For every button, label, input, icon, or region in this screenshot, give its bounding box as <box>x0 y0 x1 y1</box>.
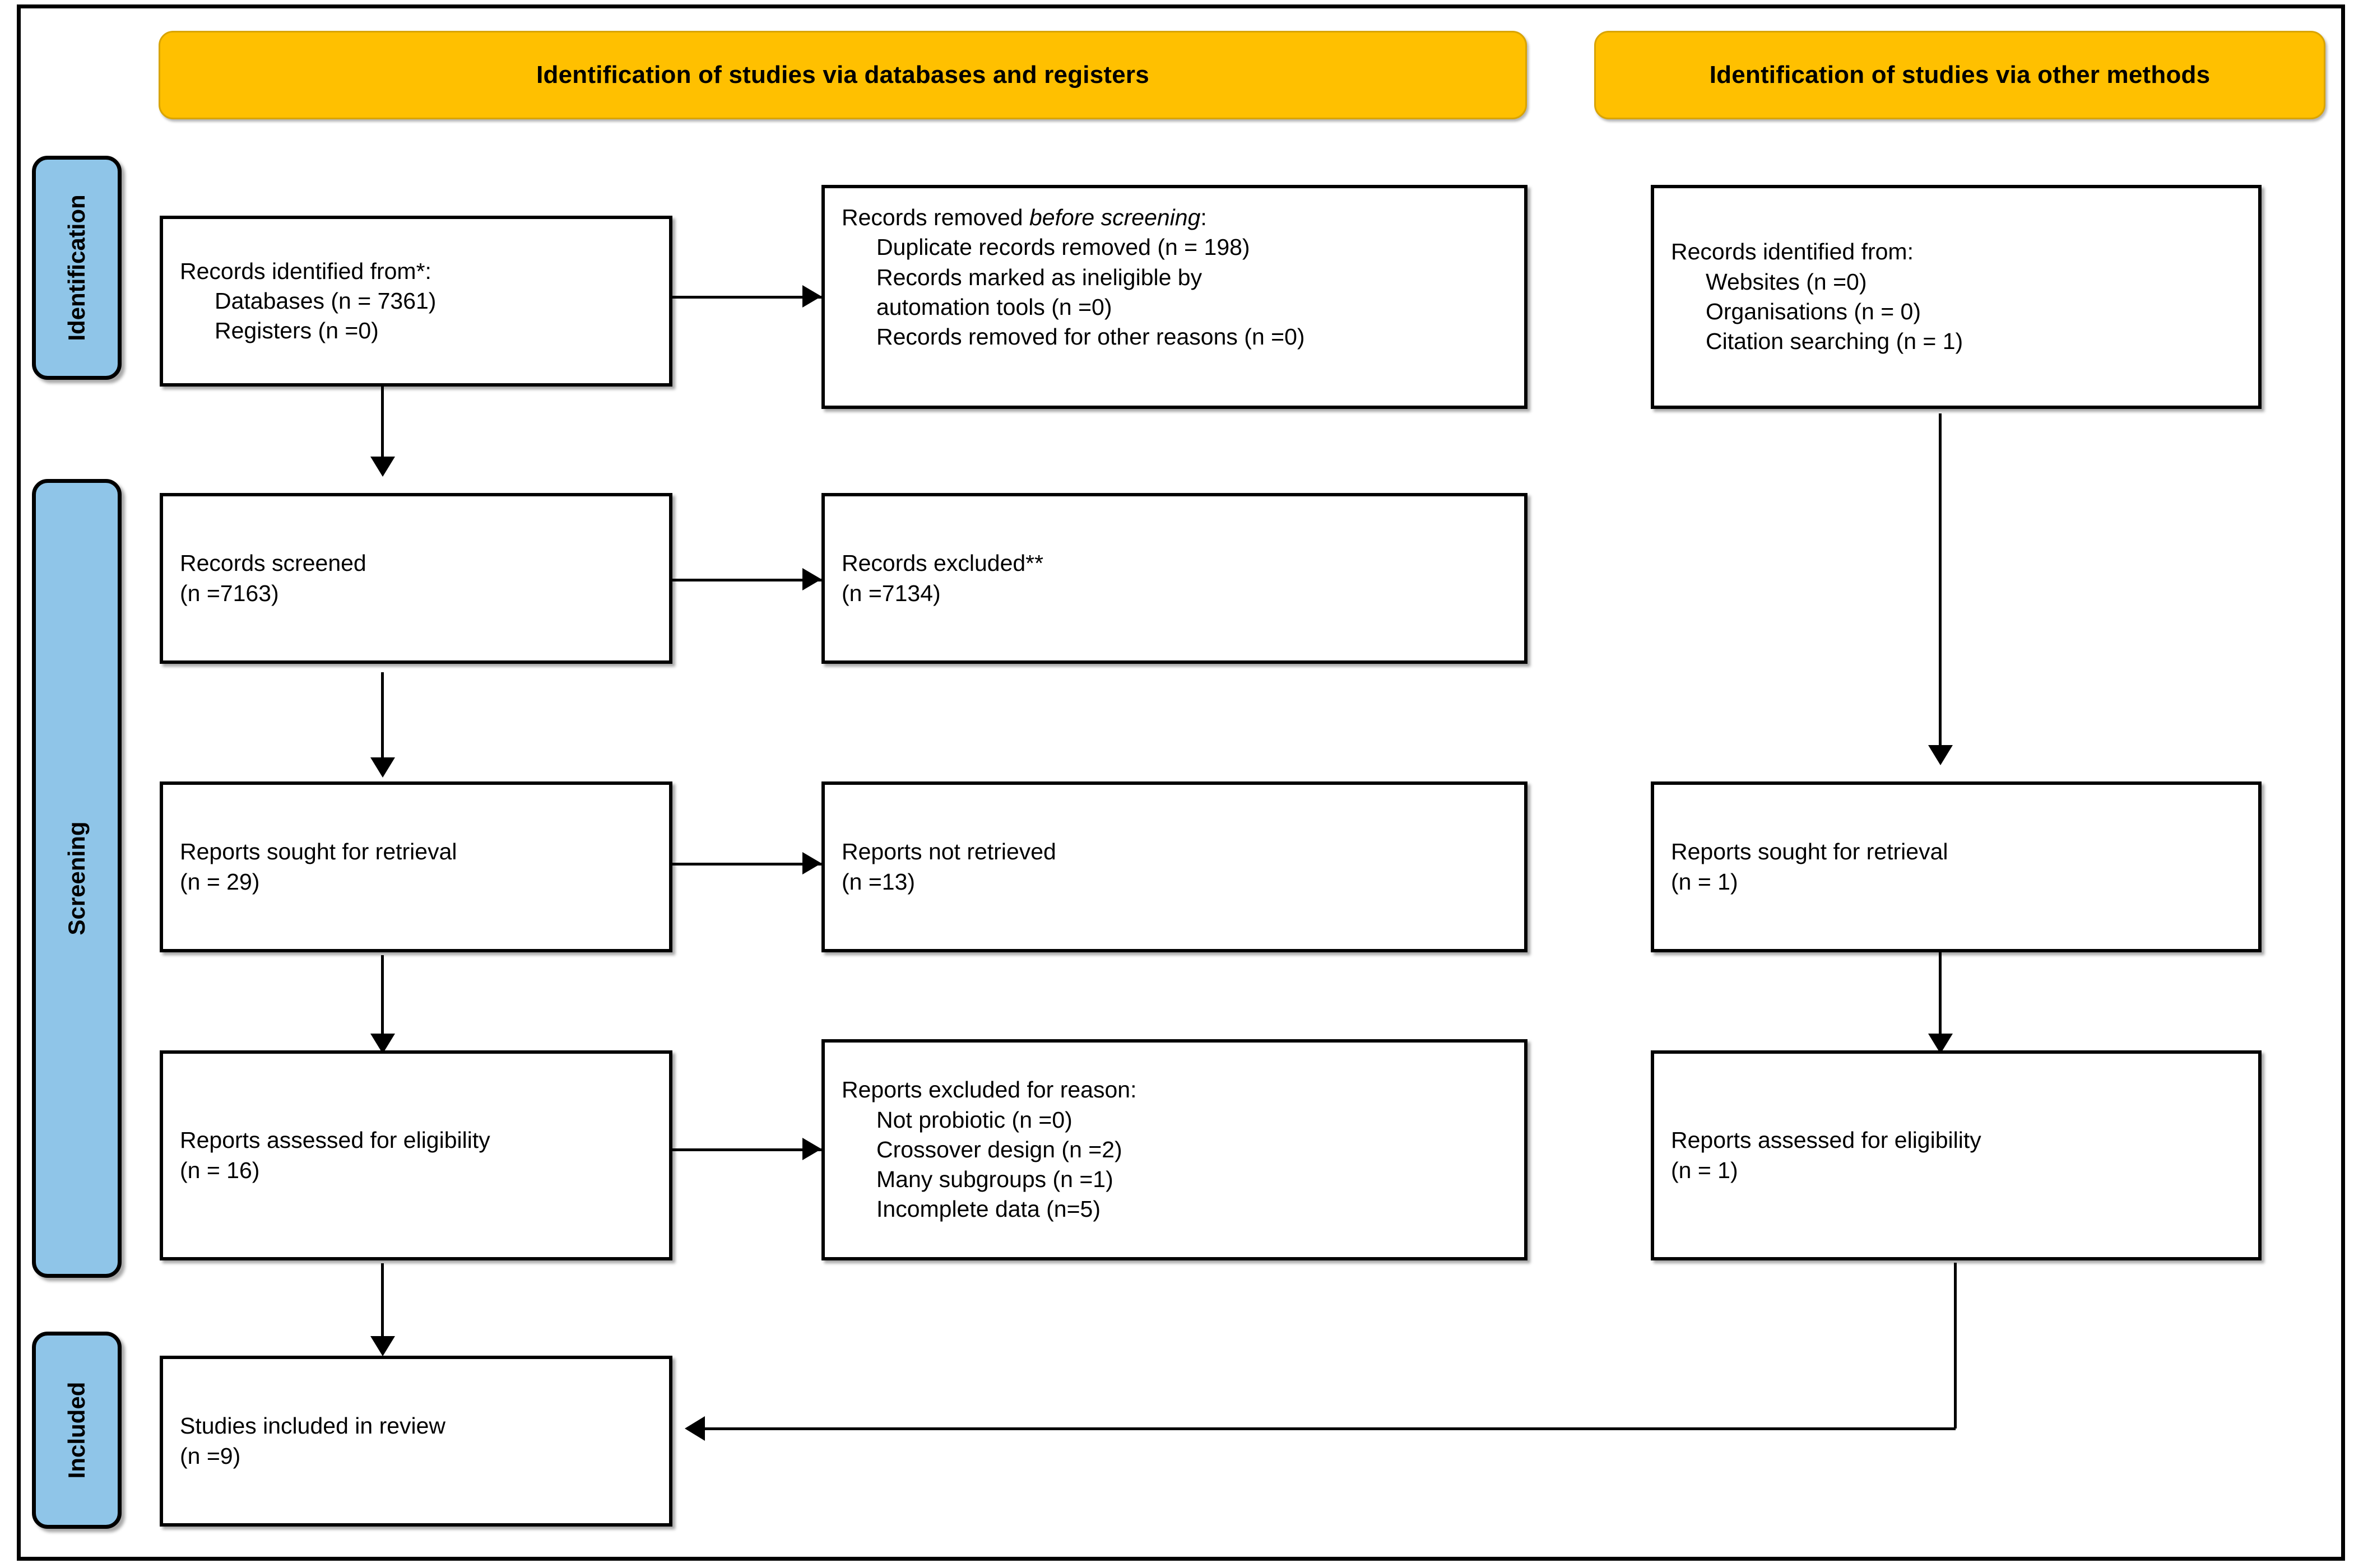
side-tab-included-label: Included <box>63 1381 90 1479</box>
records-identified-other-line-2: Websites (n =0) <box>1706 268 1867 295</box>
arrow-assessed-to-included <box>370 1336 395 1356</box>
connector-identified-to-screened <box>381 384 384 473</box>
banner-databases-registers-label: Identification of studies via databases … <box>536 61 1149 89</box>
reports-excluded-reasons-line-2: Not probiotic (n =0) <box>876 1106 1072 1133</box>
node-reports-sought-left: Reports sought for retrieval (n = 29) <box>160 781 672 952</box>
connector-other-to-soughtright <box>1939 413 1942 761</box>
arrow-other-to-soughtright <box>1928 745 1953 765</box>
side-tab-identification: Identification <box>32 156 122 380</box>
banner-databases-registers: Identification of studies via databases … <box>159 31 1527 119</box>
arrow-sought-to-notretrieved <box>802 852 821 874</box>
banner-other-methods-label: Identification of studies via other meth… <box>1709 61 2211 89</box>
reports-sought-right-line-1: Reports sought for retrieval <box>1671 839 1948 865</box>
records-excluded-line-1: Records excluded** <box>842 550 1044 576</box>
node-records-identified-other: Records identified from: Websites (n =0)… <box>1651 185 2262 409</box>
records-removed-line-5: Records removed for other reasons (n =0) <box>876 324 1305 350</box>
records-removed-line-1a: Records removed <box>842 204 1029 230</box>
connector-sought-to-notretrieved <box>672 863 821 866</box>
reports-sought-left-line-2: (n = 29) <box>180 868 260 895</box>
side-tab-included: Included <box>32 1332 122 1529</box>
records-excluded-line-2: (n =7134) <box>842 580 941 606</box>
reports-assessed-right-line-1: Reports assessed for eligibility <box>1671 1127 1981 1153</box>
arrow-identified-to-removed <box>802 285 821 308</box>
reports-excluded-reasons-line-3: Crossover design (n =2) <box>876 1136 1122 1162</box>
node-records-removed-before-screening: Records removed before screening: Duplic… <box>821 185 1527 409</box>
reports-excluded-reasons-line-4: Many subgroups (n =1) <box>876 1166 1113 1193</box>
records-identified-line-3: Registers (n =0) <box>215 318 379 344</box>
reports-assessed-right-line-2: (n = 1) <box>1671 1157 1738 1183</box>
connector-screened-to-excluded <box>672 579 821 581</box>
records-screened-line-2: (n =7163) <box>180 580 279 606</box>
node-reports-excluded-reasons: Reports excluded for reason: Not probiot… <box>821 1039 1527 1260</box>
node-reports-not-retrieved: Reports not retrieved (n =13) <box>821 781 1527 952</box>
arrow-screened-to-excluded <box>802 568 821 590</box>
connector-identified-to-removed <box>672 296 821 299</box>
node-studies-included: Studies included in review (n =9) <box>160 1356 672 1527</box>
records-identified-line-2: Databases (n = 7361) <box>215 287 437 314</box>
reports-not-retrieved-line-1: Reports not retrieved <box>842 839 1056 865</box>
node-reports-sought-right: Reports sought for retrieval (n = 1) <box>1651 781 2262 952</box>
records-identified-line-1: Records identified from*: <box>180 258 431 284</box>
node-reports-assessed-right: Reports assessed for eligibility (n = 1) <box>1651 1050 2262 1260</box>
reports-not-retrieved-line-2: (n =13) <box>842 868 916 895</box>
diagram-outer-frame <box>17 4 2345 1561</box>
studies-included-line-1: Studies included in review <box>180 1413 446 1439</box>
records-identified-other-line-4: Citation searching (n = 1) <box>1706 328 1963 355</box>
side-tab-screening: Screening <box>32 479 122 1278</box>
banner-other-methods: Identification of studies via other meth… <box>1594 31 2325 119</box>
arrow-elbow-to-included <box>685 1416 705 1441</box>
node-records-identified: Records identified from*: Databases (n =… <box>160 216 672 387</box>
connector-screened-to-sought <box>381 672 384 773</box>
records-identified-other-line-3: Organisations (n = 0) <box>1706 299 1921 324</box>
node-records-excluded: Records excluded** (n =7134) <box>821 493 1527 664</box>
side-tab-screening-label: Screening <box>63 821 90 936</box>
connector-soughtright-to-assessedright <box>1939 952 1942 1050</box>
records-removed-line-1-emphasis: before screening <box>1029 204 1201 230</box>
connector-sought-to-assessed <box>381 955 384 1050</box>
records-identified-other-line-1: Records identified from: <box>1671 239 1914 265</box>
reports-assessed-left-line-1: Reports assessed for eligibility <box>180 1127 490 1153</box>
records-removed-line-3: Records marked as ineligible by <box>876 264 1202 290</box>
reports-excluded-reasons-line-5: Incomplete data (n=5) <box>876 1196 1101 1222</box>
records-removed-line-1b: : <box>1200 204 1207 230</box>
side-tab-identification-label: Identification <box>63 194 90 341</box>
arrow-identified-to-screened <box>370 457 395 477</box>
records-removed-line-2: Duplicate records removed (n = 198) <box>876 234 1250 260</box>
records-screened-line-1: Records screened <box>180 550 366 576</box>
records-removed-line-1: Records removed before screening: <box>842 203 1507 232</box>
records-removed-line-4: automation tools (n =0) <box>876 294 1112 320</box>
reports-excluded-reasons-line-1: Reports excluded for reason: <box>842 1077 1137 1103</box>
node-reports-assessed-left: Reports assessed for eligibility (n = 16… <box>160 1050 672 1260</box>
node-records-screened: Records screened (n =7163) <box>160 493 672 664</box>
reports-sought-right-line-2: (n = 1) <box>1671 868 1738 895</box>
connector-elbow-horizontal <box>703 1427 1956 1430</box>
connector-assessed-to-excludedreasons <box>672 1148 821 1151</box>
studies-included-line-2: (n =9) <box>180 1443 241 1469</box>
arrow-screened-to-sought <box>370 757 395 778</box>
reports-sought-left-line-1: Reports sought for retrieval <box>180 839 457 865</box>
connector-assessed-to-included <box>381 1263 384 1353</box>
reports-assessed-left-line-2: (n = 16) <box>180 1157 260 1183</box>
arrow-assessed-to-excludedreasons <box>802 1138 821 1160</box>
connector-elbow-vertical <box>1954 1263 1957 1429</box>
